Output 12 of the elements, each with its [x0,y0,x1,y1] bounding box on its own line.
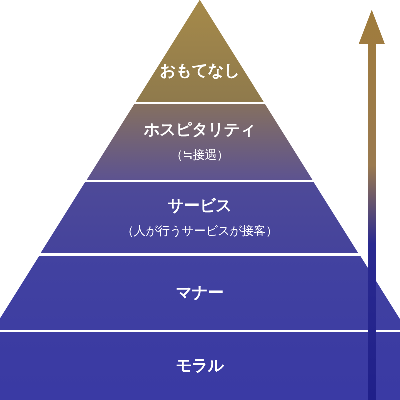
pyramid-tier [41,182,359,253]
tier-label: マナー [176,282,224,304]
pyramid-tier [0,332,400,400]
pyramid-top [136,0,264,102]
pyramid-tier [87,104,313,180]
pyramid-tier [0,256,400,330]
tier-note: （人が行うサービスが接客） [122,222,278,240]
tier-label: サービス [168,196,232,216]
tier-label: ホスピタリティ [144,120,256,141]
tier-label: モラル [176,356,224,376]
tier-note: （≒接遇） [170,147,230,164]
tier-label: おもてなし [160,60,240,82]
